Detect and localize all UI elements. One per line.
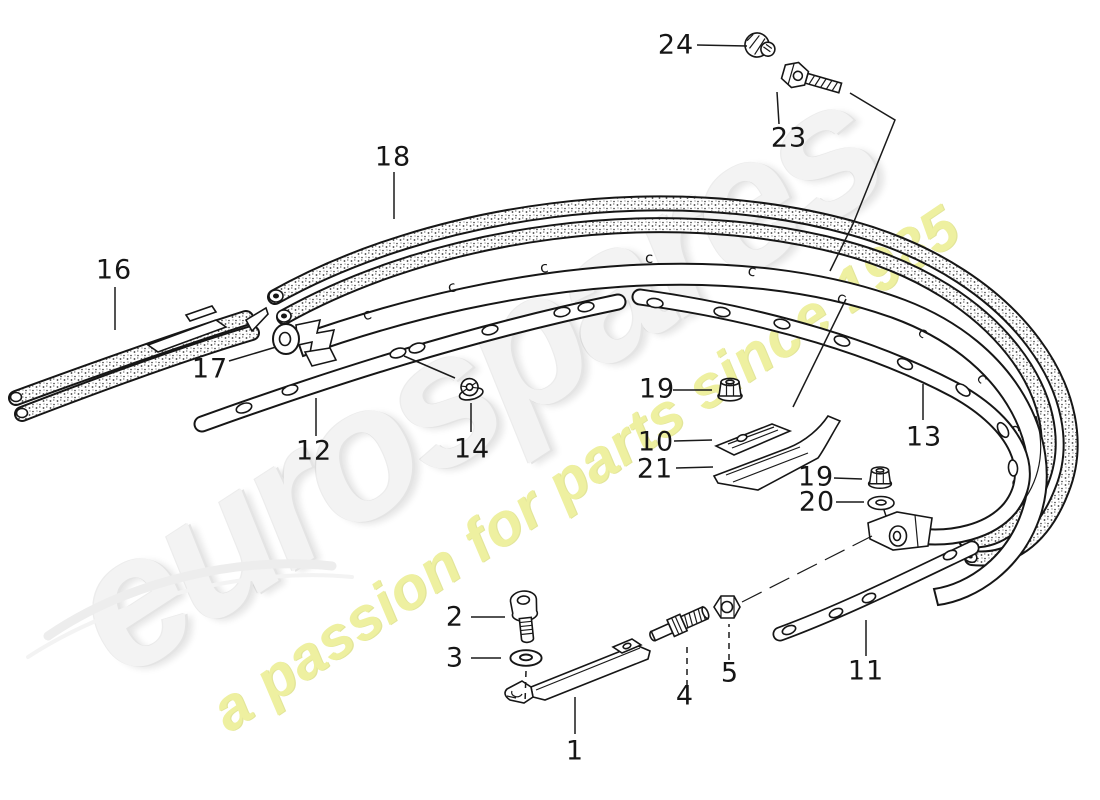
part-17-hinge: [272, 318, 338, 367]
svg-text:c: c: [539, 258, 550, 277]
part-19-nut-mid: [717, 377, 743, 402]
part-21-bracket: [712, 415, 842, 491]
part-1-latch-wedge: [504, 638, 651, 704]
callout-1[interactable]: 1: [565, 735, 585, 767]
part-5-nut: [713, 595, 741, 619]
callout-11[interactable]: 11: [847, 655, 885, 687]
part-23-bolt: [780, 61, 843, 94]
callout-4[interactable]: 4: [675, 680, 695, 712]
part-18-weatherstrip-tube: [267, 195, 1079, 567]
watermark-swoosh: [26, 559, 354, 659]
callout-3[interactable]: 3: [445, 642, 465, 674]
part-4-stud: [649, 605, 710, 642]
hinge-bracket-rear: [867, 509, 933, 551]
part-24-cap-nut: [744, 32, 776, 58]
callout-16[interactable]: 16: [95, 254, 133, 286]
callout-19-mid[interactable]: 19: [638, 373, 676, 405]
part-12-strap: [193, 293, 627, 433]
callout-21[interactable]: 21: [636, 453, 674, 485]
callout-20[interactable]: 20: [798, 486, 836, 518]
svg-text:c: c: [645, 249, 653, 267]
callout-2[interactable]: 2: [445, 601, 465, 633]
callout-10[interactable]: 10: [637, 426, 675, 458]
part-19-nut-right: [867, 466, 893, 490]
part-2-screw: [509, 590, 539, 644]
callout-23[interactable]: 23: [770, 122, 808, 154]
callout-24[interactable]: 24: [657, 29, 695, 61]
callout-19-right[interactable]: 19: [797, 461, 835, 493]
callout-5[interactable]: 5: [720, 657, 740, 689]
callout-12[interactable]: 12: [295, 435, 333, 467]
callout-13[interactable]: 13: [905, 421, 943, 453]
callout-18[interactable]: 18: [374, 141, 412, 173]
callout-14[interactable]: 14: [453, 433, 491, 465]
svg-text:c: c: [746, 261, 758, 280]
part-10-bracket: [714, 423, 793, 456]
part-20-washer: [867, 495, 895, 511]
part-14-nut: [458, 377, 484, 401]
part-13-strap: [631, 288, 1031, 546]
leader-lines: [114, 44, 924, 734]
callout-17[interactable]: 17: [191, 353, 229, 385]
part-16-tube: [8, 305, 269, 422]
part-3-washer: [509, 649, 543, 667]
part-11-strap: [772, 540, 980, 642]
